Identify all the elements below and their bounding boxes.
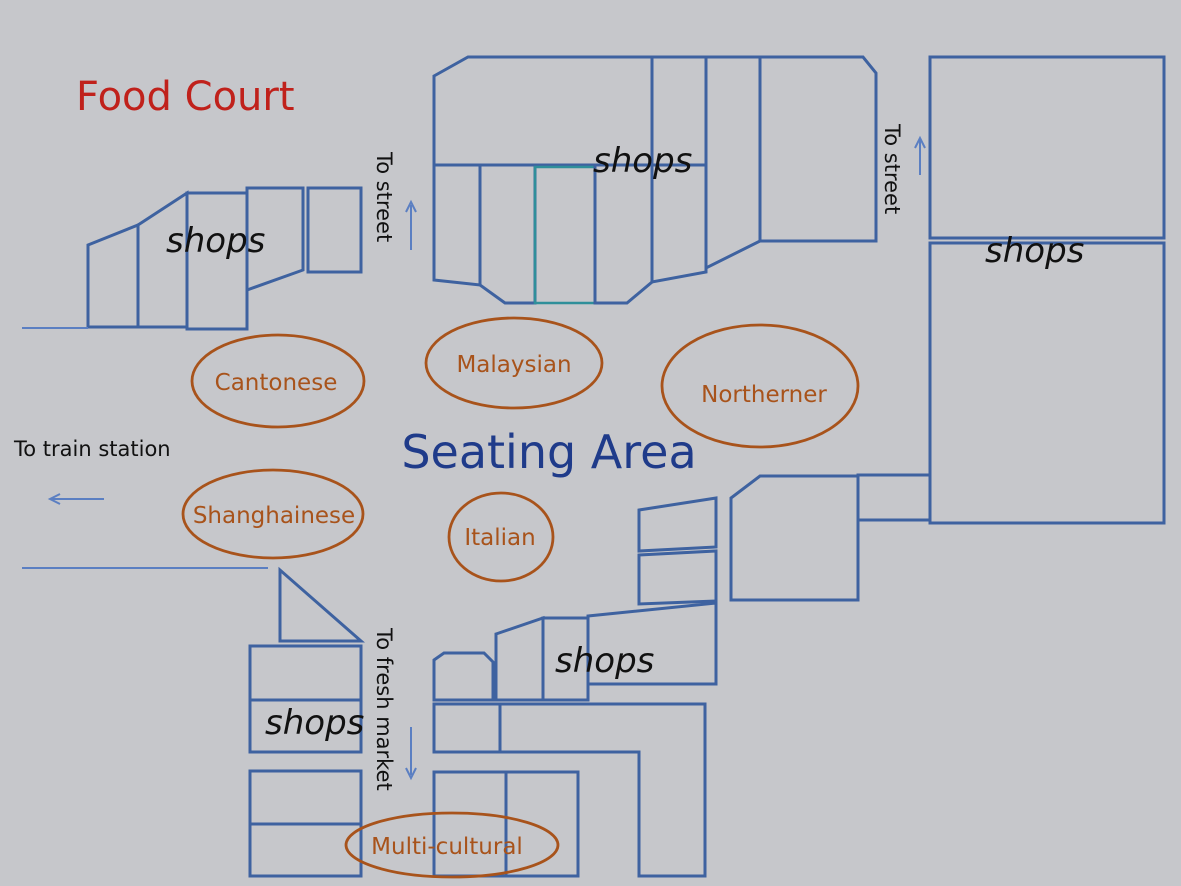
shop-unit-triangle [278,566,365,643]
arrow-down-icon-head [405,767,417,781]
stall-outline [190,333,366,429]
stall-label: Northerner [701,382,827,408]
shop-block-middle-right [637,496,718,606]
shop-unit [478,163,537,305]
shops-label: shops [555,641,654,681]
shop-block-bottom-center: shops [432,601,718,878]
direction-to-street-right: To street [880,123,926,214]
stall-label: Italian [464,525,535,551]
shop-unit [185,191,249,331]
shop-unit [856,473,932,522]
shop-unit [533,165,597,305]
shops-label: shops [593,141,692,181]
seating-area-label: Seating Area [401,425,696,479]
to-train-station-label: To train station [13,437,171,461]
stall-outline [344,811,560,879]
shop-unit [650,163,708,284]
shop-unit [248,822,363,878]
shops-label: shops [166,221,265,261]
shop-unit [494,615,545,702]
shop-unit-large [432,55,878,271]
shop-unit [248,698,363,754]
stall-shanghainese: Shanghainese [181,468,365,560]
shop-unit [637,496,718,553]
shop-block-right: shops [729,55,1166,602]
shop-unit [729,474,860,602]
to-street-label: To street [880,123,904,214]
shop-unit [248,769,363,826]
direction-to-train-station: To train station [13,437,268,569]
shop-unit [306,186,363,274]
shop-block-top-center: shops [432,55,878,305]
shop-unit-large [928,241,1166,525]
shop-unit [248,644,363,702]
shop-unit [928,55,1166,240]
shops-label: shops [265,703,364,743]
shop-unit-l-shaped [498,702,707,878]
stall-northerner: Northerner [660,323,860,449]
shop-unit [432,702,502,754]
stall-label: Cantonese [215,370,338,396]
direction-to-street-center: To street [372,151,417,250]
shop-block-bottom-left: shops [248,566,365,878]
shops-label: shops [985,231,1084,271]
stall-label: Malaysian [456,352,571,378]
stall-outline [660,323,860,449]
to-street-label: To street [372,151,396,242]
shop-unit [86,222,140,329]
shop-unit [432,770,508,878]
arrow-up-icon-head [405,199,417,213]
stall-outline [181,468,365,560]
shop-unit [504,770,580,878]
direction-to-fresh-market: To fresh market [372,627,417,791]
shop-unit [432,163,482,287]
shop-block-top-left: shops [22,186,363,331]
stall-outline [424,316,604,410]
arrow-left-icon-head [47,493,61,505]
stall-label: Multi-cultural [371,834,523,860]
shop-unit [245,186,305,293]
stall-label: Shanghainese [193,503,355,529]
shop-unit [593,163,654,305]
stall-multicultural: Multi-cultural [344,811,560,879]
to-fresh-market-label: To fresh market [372,627,396,791]
stall-italian: Italian [447,491,555,583]
stall-malaysian: Malaysian [424,316,604,410]
shop-unit [637,549,718,606]
shop-unit [586,601,718,686]
stall-outline [447,491,555,583]
map-title: Food Court [76,74,295,120]
shop-unit [432,651,495,702]
arrow-up-icon-head [914,135,926,149]
stall-cantonese: Cantonese [190,333,366,429]
